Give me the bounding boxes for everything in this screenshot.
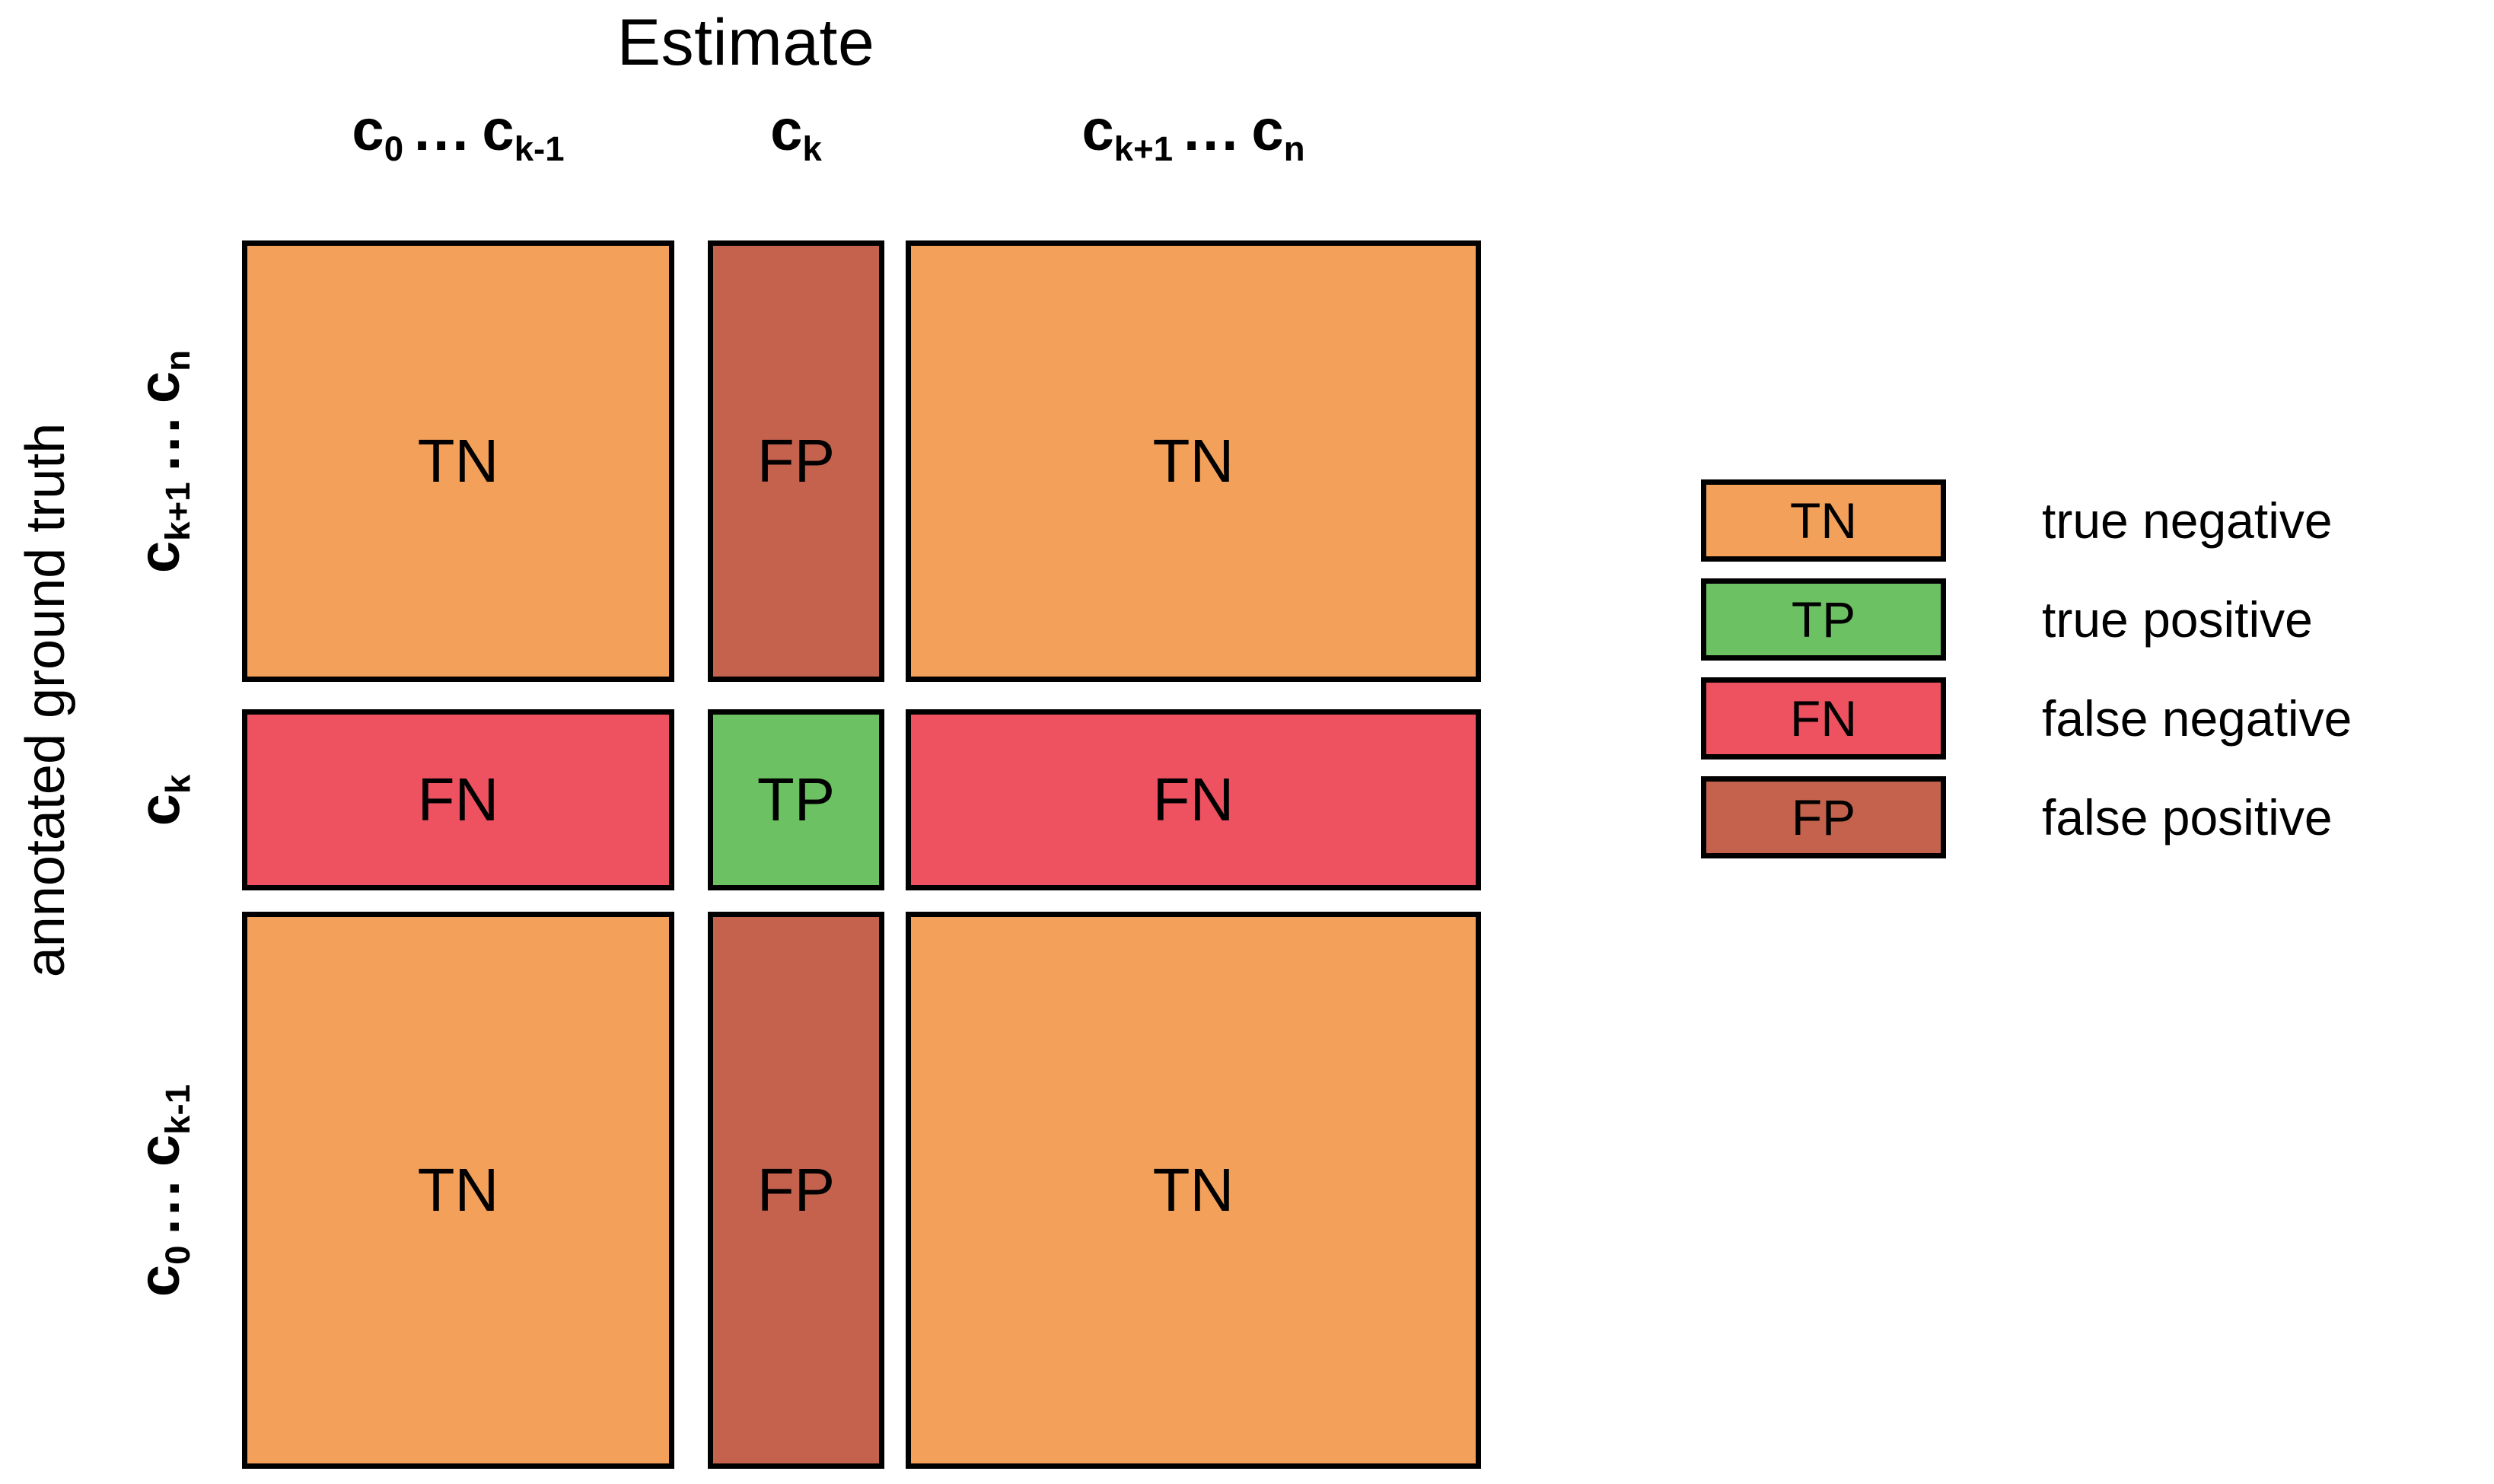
legend-label-fp: false positive [2042,789,2333,845]
cell-r1-c2: FN [906,709,1481,890]
cell-r0-c0: TN [242,240,674,682]
legend-swatch-tn: TN [1701,479,1946,562]
y-axis-title: annotated ground truth [15,422,76,978]
legend-label-fn: false negative [2042,690,2352,747]
cell-r0-c2: TN [906,240,1481,682]
legend-label-tn: true negative [2042,492,2333,549]
cell-r2-c0: TN [242,912,674,1469]
cell-r2-c2: TN [906,912,1481,1469]
x-axis-title: Estimate [616,6,875,79]
cell-r1-c0: FN [242,709,674,890]
legend-label-tp: true positive [2042,591,2313,648]
legend-swatch-fn: FN [1701,677,1946,760]
cell-r1-c1: TP [708,709,884,890]
legend-swatch-tp: TP [1701,578,1946,661]
row-header-row-k: ck [127,774,198,826]
cell-r0-c1: FP [708,240,884,682]
cell-r2-c1: FP [708,912,884,1469]
row-header-row-low: c0...ck-1 [127,1084,198,1297]
legend-swatch-fp: FP [1701,776,1946,858]
row-header-row-high: ck+1...cn [127,349,198,573]
